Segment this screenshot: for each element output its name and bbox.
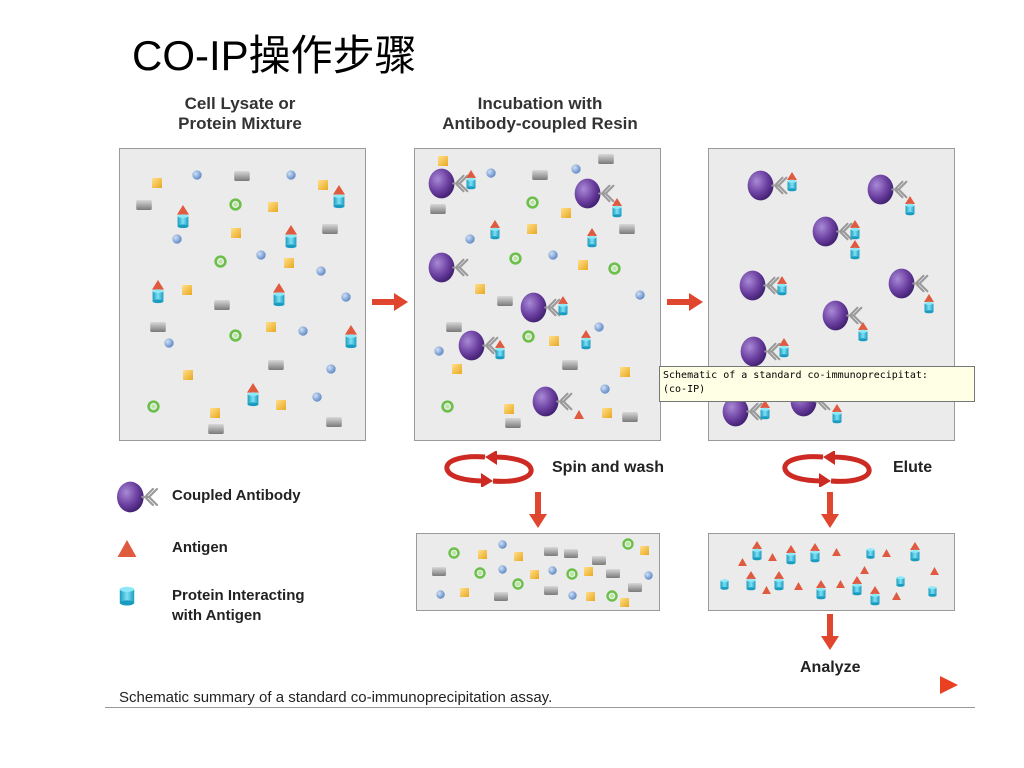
legend-interacting-protein-icon [119, 586, 135, 606]
incubation-particles [427, 154, 645, 428]
lysate-heading: Cell Lysate or Protein Mixture [150, 94, 330, 134]
elute-label: Elute [893, 459, 933, 476]
elute-result-particles [720, 541, 939, 606]
legend-antigen-label: Antigen [172, 539, 228, 556]
incubation-heading-line1: Incubation with [477, 94, 603, 113]
spin-wash-label: Spin and wash [552, 459, 665, 476]
arrow-to-incubation [372, 293, 408, 311]
spin-wash-circular-arrow-icon [447, 450, 531, 488]
analyze-label: Analyze [800, 659, 861, 676]
legend-interacting-line1: Protein Interacting [172, 587, 305, 604]
legend-antibody-label: Coupled Antibody [172, 487, 301, 504]
incubation-heading: Incubation with Antibody-coupled Resin [420, 94, 660, 134]
wash-result-particles [432, 538, 653, 607]
caption-divider [105, 707, 975, 708]
arrow-down-analyze [821, 614, 839, 650]
arrow-down-wash [529, 492, 547, 528]
arrow-down-elute [821, 492, 839, 528]
play-triangle-icon[interactable] [938, 675, 960, 695]
lysate-heading-line1: Cell Lysate or [184, 94, 296, 113]
figure-caption: Schematic summary of a standard co-immun… [119, 689, 553, 706]
slide-title: CO-IP操作步骤 [132, 32, 417, 79]
tooltip-line1: Schematic of a standard co-immunoprecipi… [663, 370, 928, 381]
lysate-heading-line2: Protein Mixture [178, 114, 302, 133]
incubation-heading-line2: Antibody-coupled Resin [442, 114, 638, 133]
tooltip-line2: (co-IP) [663, 384, 706, 395]
lysate-particles [136, 170, 357, 434]
legend-antibody-icon [115, 481, 159, 513]
legend-interacting-line2: with Antigen [172, 607, 262, 624]
arrow-to-bound [667, 293, 703, 311]
legend-antigen-icon [117, 540, 137, 557]
image-tooltip: Schematic of a standard co-immunoprecipi… [659, 366, 975, 402]
elute-circular-arrow-icon [785, 450, 869, 488]
legend-interacting-protein-label: Protein Interacting with Antigen [172, 586, 305, 626]
